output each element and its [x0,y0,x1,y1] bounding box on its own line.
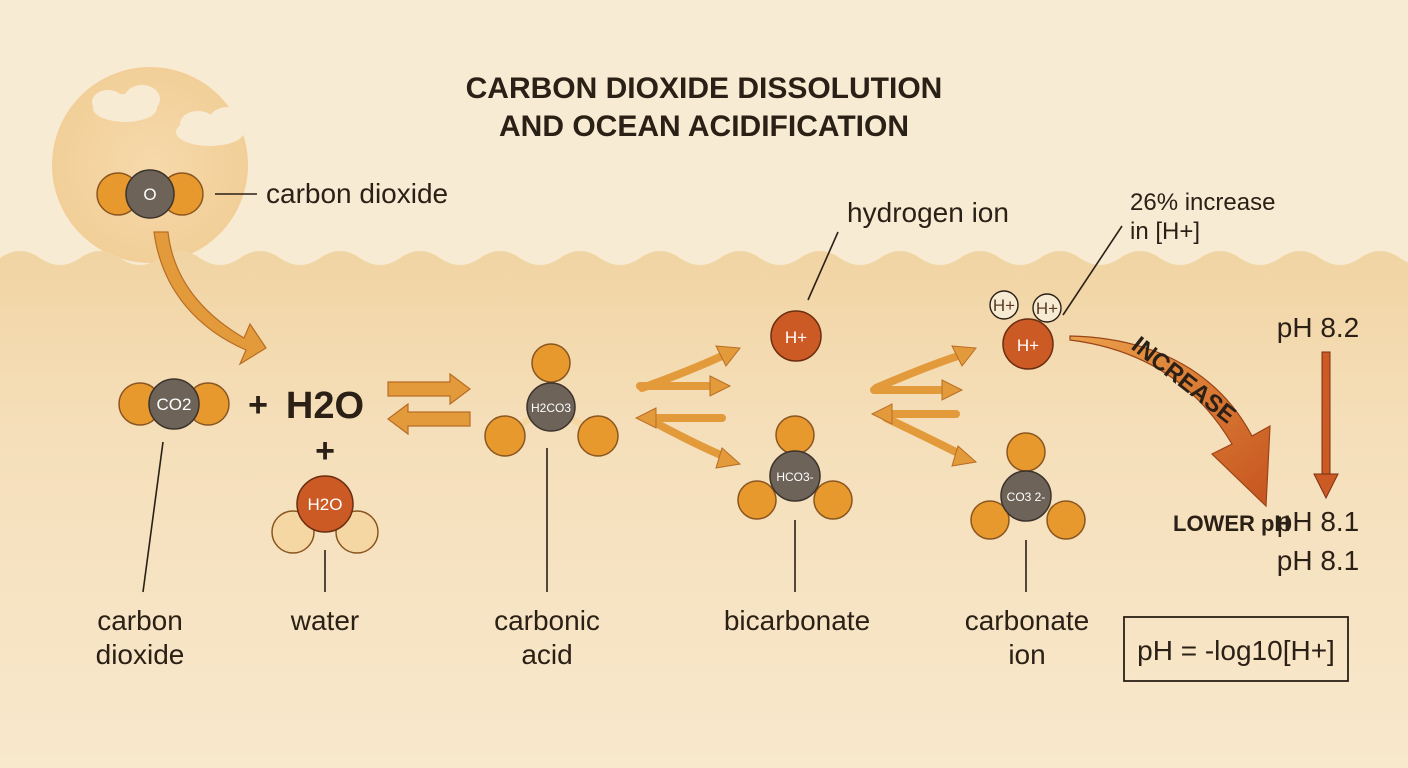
carbonate-ion-formula: CO3 2- [1007,490,1046,504]
dissolved-co2-formula: CO2 [157,395,192,414]
carbonate-ion-label-line-2: ion [1008,639,1045,670]
lower-ph-label: LOWER pH [1173,511,1290,536]
ph-end-2: pH 8.1 [1277,545,1360,576]
atmospheric-co2-molecule: O [96,169,204,219]
ph-drop-arrow [1313,351,1339,500]
ph-formula-box [1123,616,1349,682]
ph-formula: pH = -log10[H+] [1137,635,1335,666]
atmospheric-co2-label: carbon dioxide [266,178,448,209]
ph-end-1: pH 8.1 [1277,506,1360,537]
title-line-2: AND OCEAN ACIDIFICATION [499,110,909,143]
atmospheric-co2-center: O [143,185,156,204]
plus-sign-1: + [248,386,268,424]
bicarbonate-molecule: HCO3- [737,415,853,520]
carbonic-acid-molecule: H2CO3 [484,343,619,457]
plus-sign-2: + [315,432,335,470]
increase-note-line-1: 26% increase [1130,189,1275,216]
water-molecule-formula: H2O [308,495,343,514]
dissociation-arrows-2 [870,352,968,460]
dissolution-arrow [153,231,267,366]
bicarbonate-formula: HCO3- [776,470,813,484]
ocean [0,251,1408,768]
increase-note-line-2: in [H+] [1130,218,1200,245]
carbonic-acid-label-line-2: acid [521,639,572,670]
carbonic-acid-label-line-1: carbonic [494,605,600,636]
increase-note-leader [1062,225,1123,316]
hydrogen-ion-cluster: H+ H+ H+ [989,290,1062,370]
hydrogen-ion-leader [807,231,839,301]
equilibrium-arrows-1 [387,372,471,436]
dissolved-co2-molecule: CO2 [118,378,230,430]
increase-arrow [1069,335,1271,508]
title-line-1: CARBON DIOXIDE DISSOLUTION [466,72,943,105]
co2-label-line-1: carbon [97,605,183,636]
carbonate-ion-molecule: CO3 2- [970,432,1086,540]
carbonate-ion-label-line-1: carbonate [965,605,1090,636]
co2-label-leader [142,441,164,593]
dissociation-arrowheads-2 [870,345,978,467]
ph-start: pH 8.2 [1277,312,1360,343]
dissociation-arrowheads-1 [634,345,742,469]
small-hydrogen-ion-2: H+ [1036,299,1058,318]
clouds [92,85,248,146]
co2-label-line-2: dioxide [96,639,185,670]
large-hydrogen-ion: H+ [1017,336,1039,355]
hydrogen-ion: H+ [770,310,822,362]
small-hydrogen-ion-1: H+ [993,296,1015,315]
bicarbonate-label: bicarbonate [724,605,870,636]
carbonic-acid-formula: H2CO3 [531,401,571,415]
hydrogen-ion-formula: H+ [785,328,807,347]
hydrogen-ion-label: hydrogen ion [847,197,1009,228]
water-formula: H2O [286,385,364,427]
water-molecule: H2O [271,475,379,554]
water-label: water [290,605,359,636]
